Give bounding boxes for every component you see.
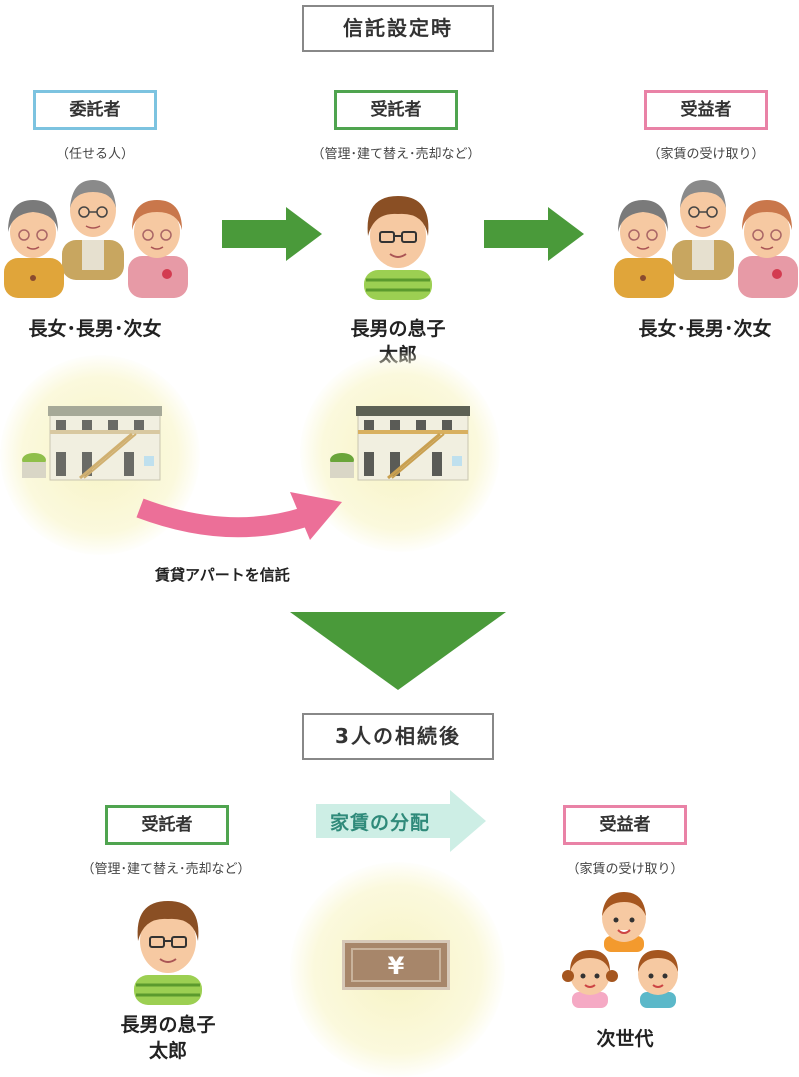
after-trustee-note: （管理･建て替え･売却など） <box>81 862 251 877</box>
settlor-group-illustration <box>4 180 188 298</box>
arrow-settlor-to-trustee <box>222 207 322 261</box>
child-girl-figure <box>562 950 618 1008</box>
elderly-woman-left-figure <box>614 200 674 298</box>
trust-transfer-arrow <box>136 492 342 540</box>
elderly-woman-right-figure <box>738 200 798 298</box>
after-trustee-label-box: 受託者 <box>105 805 229 845</box>
after-beneficiary-note: （家賃の受け取り） <box>566 862 684 877</box>
arrow-trustee-to-beneficiary <box>484 207 584 261</box>
after-beneficiary-label-box: 受益者 <box>563 805 687 845</box>
after-trustee-illustration <box>134 901 202 1005</box>
child-boy-top-figure <box>602 892 646 952</box>
after-heading: 3人の相続後 <box>302 713 494 760</box>
beneficiary-note: （家賃の受け取り） <box>647 147 765 162</box>
trustee-name-line1: 長男の息子 <box>350 318 446 340</box>
settlor-names: 長女･長男･次女 <box>28 318 162 340</box>
beneficiary-group-illustration <box>614 180 798 298</box>
distribution-arrow <box>316 790 486 852</box>
trustee-label-box: 受託者 <box>334 90 458 130</box>
elderly-man-figure <box>672 180 734 280</box>
trustee-illustration <box>364 196 432 300</box>
trust-caption: 賃貸アパートを信託 <box>155 566 290 584</box>
after-trustee-name-line2: 太郎 <box>148 1040 187 1062</box>
settlor-note: （任せる人） <box>55 147 134 162</box>
banknote-inner: ¥ <box>351 948 441 982</box>
next-generation-illustration <box>562 892 678 1008</box>
beneficiary-names: 長女･長男･次女 <box>638 318 772 340</box>
yen-symbol: ¥ <box>387 952 405 980</box>
child-boy-bottom-figure <box>638 950 678 1008</box>
elderly-woman-right-figure <box>128 200 188 298</box>
elderly-woman-left-figure <box>4 200 64 298</box>
transition-down-arrow <box>290 612 506 690</box>
after-trustee-name-line1: 長男の息子 <box>120 1014 216 1036</box>
after-beneficiary-names: 次世代 <box>596 1028 654 1050</box>
trustee-note: （管理･建て替え･売却など） <box>311 147 481 162</box>
young-man-figure <box>364 196 432 300</box>
apartment-building-right-icon <box>330 406 470 481</box>
young-man-figure <box>134 901 202 1005</box>
elderly-man-figure <box>62 180 124 280</box>
banknote-icon: ¥ <box>342 940 450 990</box>
apartment-building-left-icon <box>22 406 162 481</box>
settlor-label-box: 委託者 <box>33 90 157 130</box>
distribution-label: 家賃の分配 <box>330 812 431 834</box>
after-trustee-name: 長男の息子 太郎 <box>88 1012 248 1064</box>
setup-heading: 信託設定時 <box>302 5 494 52</box>
beneficiary-label-box: 受益者 <box>644 90 768 130</box>
